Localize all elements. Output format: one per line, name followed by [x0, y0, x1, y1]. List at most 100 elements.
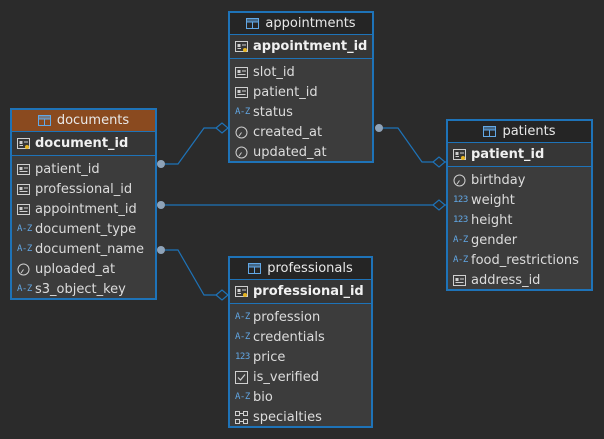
entity-title: professionals: [267, 261, 353, 276]
column-row[interactable]: specialties: [230, 407, 371, 427]
entity-title: documents: [56, 113, 130, 128]
primary-key-label: document_id: [35, 136, 129, 151]
relation-documents-appointments[interactable]: [157, 122, 229, 168]
column-label: professional_id: [35, 181, 133, 197]
primary-key-row[interactable]: professional_id: [230, 280, 371, 304]
column-row[interactable]: patient_id: [12, 159, 155, 179]
column-label: profession: [253, 309, 321, 325]
relation-appointments-patients[interactable]: [375, 124, 446, 168]
entity-header: patients: [448, 121, 591, 143]
column-label: document_name: [35, 241, 144, 257]
column-label: patient_id: [253, 84, 318, 100]
primary-key-label: professional_id: [253, 284, 364, 299]
column-label: weight: [471, 192, 515, 208]
clock-icon: [235, 146, 248, 159]
column-label: height: [471, 212, 513, 228]
text-type-icon: A-Z: [235, 332, 250, 342]
column-row[interactable]: appointment_id: [12, 199, 155, 219]
primary-key-row[interactable]: patient_id: [448, 143, 591, 167]
primary-key-label: appointment_id: [253, 39, 368, 54]
clock-icon: [235, 126, 248, 139]
column-label: slot_id: [253, 64, 295, 80]
array-type-icon: [235, 410, 248, 424]
text-type-icon: A-Z: [235, 107, 250, 117]
checkbox-icon: [235, 370, 248, 384]
column-label: created_at: [253, 124, 323, 140]
text-type-icon: A-Z: [17, 244, 32, 254]
entity-header: professionals: [230, 258, 371, 280]
clock-icon: [453, 174, 466, 187]
primary-key-row[interactable]: document_id: [12, 132, 155, 156]
id-card-icon: [17, 203, 30, 216]
column-label: credentials: [253, 329, 325, 345]
number-type-icon: 123: [235, 352, 250, 362]
entity-title: patients: [502, 124, 556, 139]
entity-header: documents: [12, 110, 155, 132]
entity-header: appointments: [230, 13, 372, 35]
text-type-icon: A-Z: [235, 392, 250, 402]
column-label: birthday: [471, 172, 526, 188]
column-row[interactable]: uploaded_at: [12, 259, 155, 279]
text-type-icon: A-Z: [453, 235, 468, 245]
column-row[interactable]: is_verified: [230, 367, 371, 387]
entity-documents[interactable]: documents document_id patient_id professi…: [10, 108, 157, 300]
column-label: food_restrictions: [471, 252, 579, 268]
table-icon: [37, 115, 51, 126]
column-label: price: [253, 349, 286, 365]
column-label: patient_id: [35, 161, 100, 177]
column-label: uploaded_at: [35, 261, 116, 277]
primary-key-icon: [453, 148, 466, 161]
text-type-icon: A-Z: [17, 284, 32, 294]
column-row[interactable]: professional_id: [12, 179, 155, 199]
column-label: document_type: [35, 221, 137, 237]
primary-key-icon: [235, 40, 248, 53]
primary-key-icon: [235, 285, 248, 298]
relation-documents-patients[interactable]: [157, 199, 446, 211]
column-label: appointment_id: [35, 201, 137, 217]
column-label: s3_object_key: [35, 281, 126, 297]
id-card-icon: [235, 86, 248, 99]
number-type-icon: 123: [453, 195, 468, 205]
column-label: is_verified: [253, 369, 319, 385]
column-row[interactable]: updated_at: [230, 142, 372, 162]
text-type-icon: A-Z: [17, 224, 32, 234]
primary-key-icon: [17, 137, 30, 150]
column-row[interactable]: address_id: [448, 270, 591, 290]
relation-documents-professionals[interactable]: [157, 246, 229, 301]
column-label: address_id: [471, 272, 541, 288]
entity-title: appointments: [265, 16, 356, 31]
id-card-icon: [235, 66, 248, 79]
table-icon: [483, 126, 497, 137]
column-row[interactable]: slot_id: [230, 62, 372, 82]
column-label: status: [253, 104, 293, 120]
text-type-icon: A-Z: [235, 312, 250, 322]
column-row[interactable]: patient_id: [230, 82, 372, 102]
id-card-icon: [17, 163, 30, 176]
column-row[interactable]: created_at: [230, 122, 372, 142]
column-row[interactable]: birthday: [448, 170, 591, 190]
text-type-icon: A-Z: [453, 255, 468, 265]
primary-key-row[interactable]: appointment_id: [230, 35, 372, 59]
column-label: bio: [253, 389, 273, 405]
column-label: specialties: [253, 409, 322, 425]
